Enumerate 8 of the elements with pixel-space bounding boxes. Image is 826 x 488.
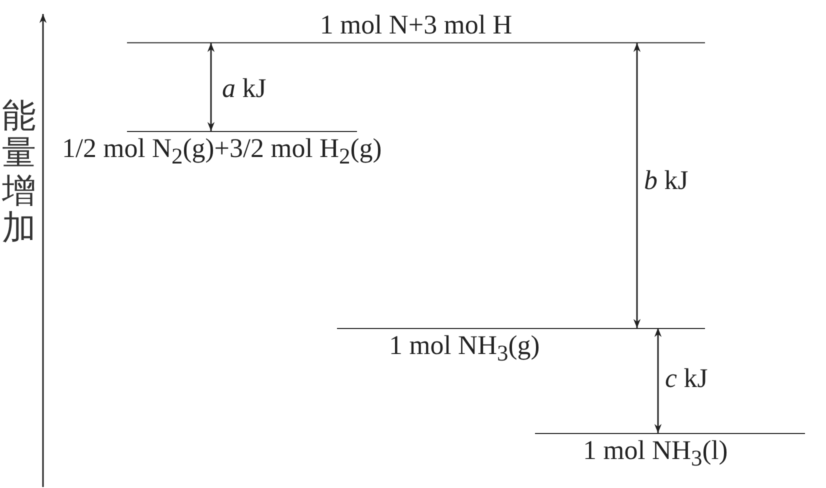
level-label: 1/2 mol N$_{2}$(g)+3/2 mol H$_{2}$(g) bbox=[62, 132, 382, 170]
double-arrow bbox=[654, 328, 662, 433]
double-arrow bbox=[633, 43, 641, 328]
level-label: 1 mol N+3 mol H bbox=[320, 8, 512, 42]
level-label: 1 mol NH$_{3}$(g) bbox=[388, 329, 541, 368]
axis-label: 能量增加 bbox=[2, 98, 36, 248]
level-label: 1 mol NH$_{3}$(l) bbox=[582, 434, 729, 472]
double-arrow bbox=[207, 43, 215, 131]
